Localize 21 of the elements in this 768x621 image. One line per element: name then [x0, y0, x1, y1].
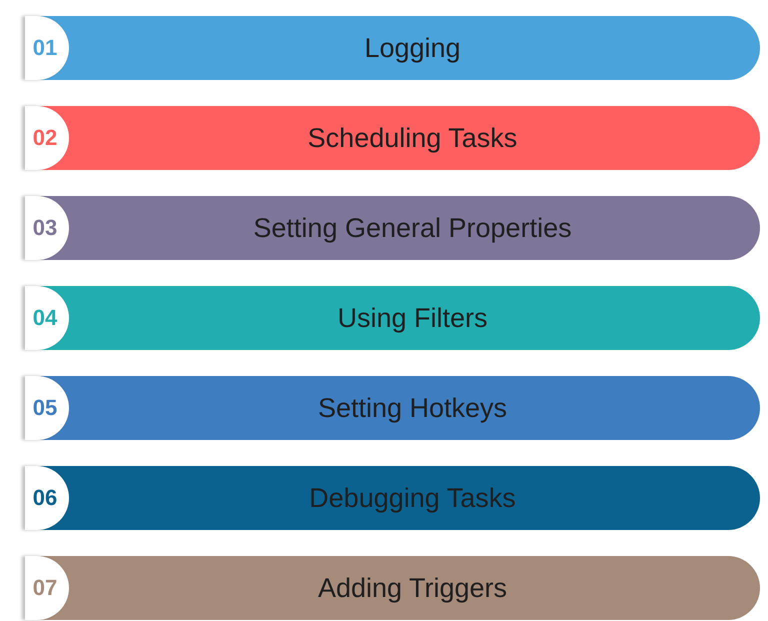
list-bar — [25, 196, 760, 260]
number-tab: 04 — [25, 286, 69, 350]
bar-title: Logging — [363, 32, 462, 65]
bar-title: Adding Triggers — [316, 572, 508, 605]
list-bar — [25, 466, 760, 530]
bar-title: Using Filters — [336, 302, 489, 335]
bar-title: Scheduling Tasks — [306, 122, 518, 155]
number-tab: 01 — [25, 16, 69, 80]
bar-title: Setting Hotkeys — [316, 392, 508, 425]
list-bar — [25, 376, 760, 440]
bar-title: Setting General Properties — [252, 212, 573, 245]
number-tab: 03 — [25, 196, 69, 260]
number-tab: 05 — [25, 376, 69, 440]
list-bar — [25, 16, 760, 80]
list-bar — [25, 556, 760, 620]
number-tab: 02 — [25, 106, 69, 170]
list-bar — [25, 106, 760, 170]
number-tab: 06 — [25, 466, 69, 530]
list-bar — [25, 286, 760, 350]
number-tab: 07 — [25, 556, 69, 620]
bar-title: Debugging Tasks — [308, 482, 517, 515]
